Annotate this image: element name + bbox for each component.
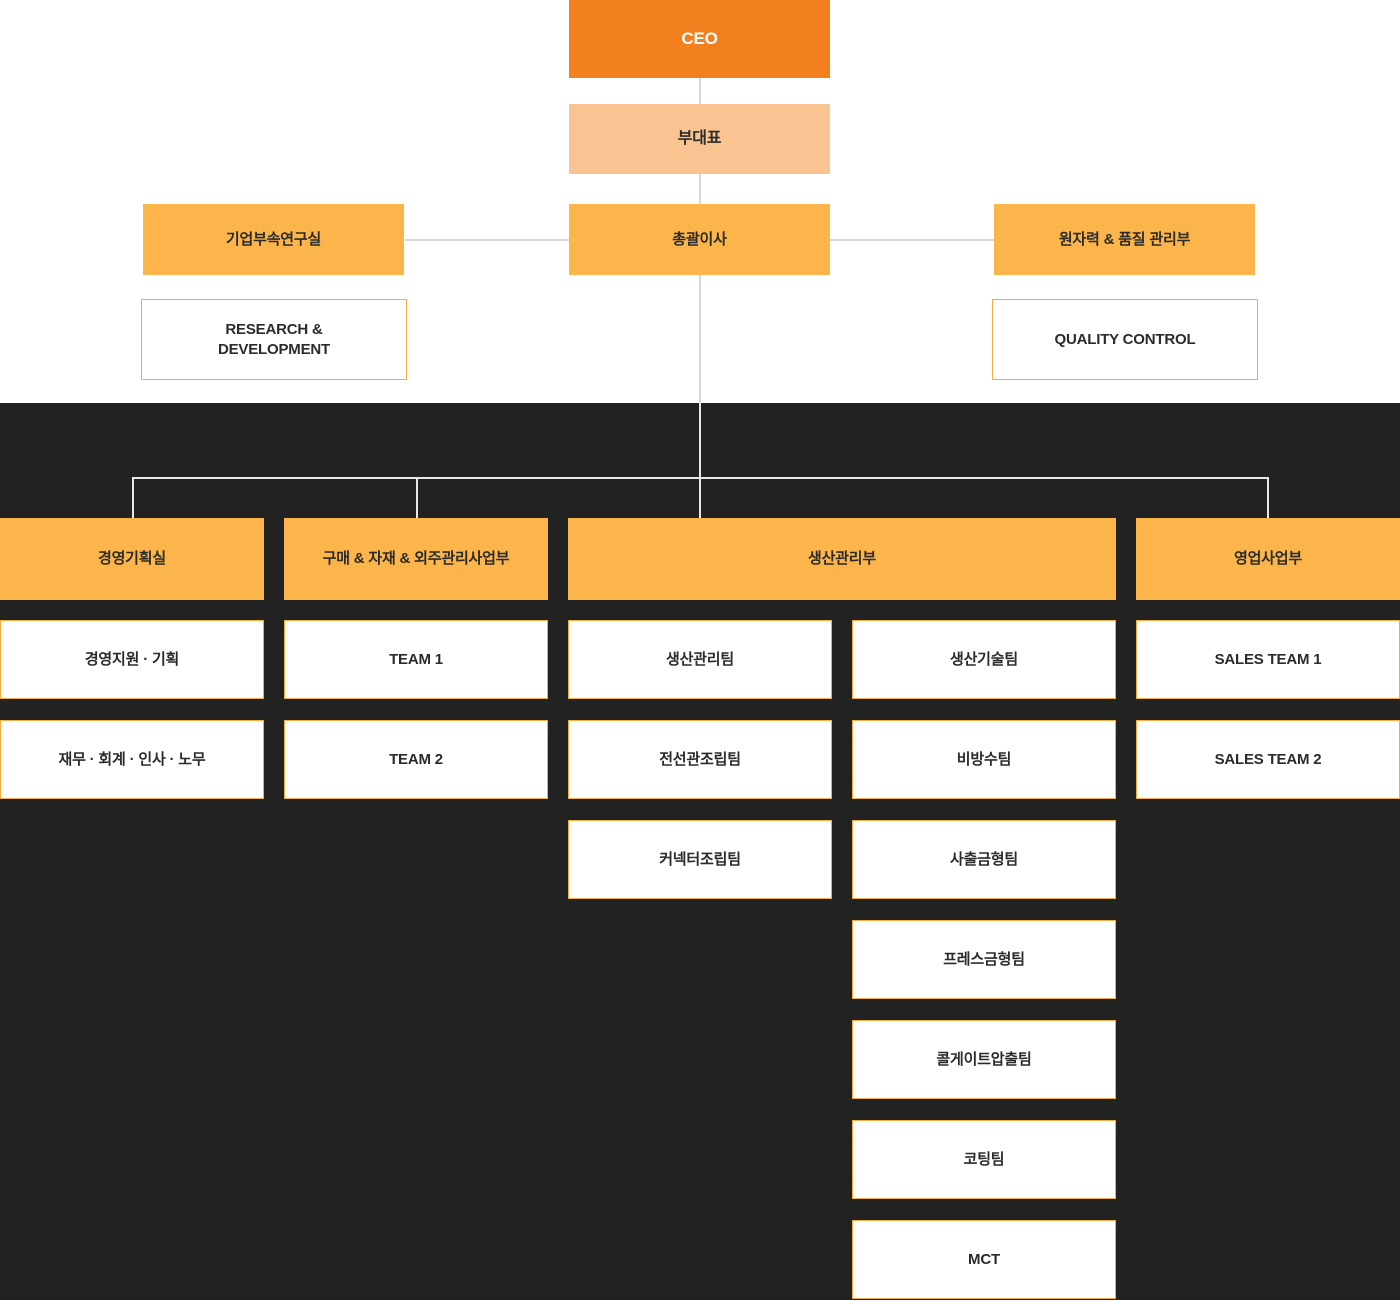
connector-drop-sales — [1267, 477, 1269, 518]
team-label: 생산관리팀 — [665, 650, 734, 668]
team-label: TEAM 2 — [389, 750, 443, 768]
team-box[interactable]: SALES TEAM 1 — [1136, 620, 1400, 699]
connector-drop-production — [699, 477, 701, 518]
team-box[interactable]: 전선관조립팀 — [568, 720, 832, 799]
rd-line-1: RESEARCH & — [225, 321, 323, 338]
team-label: 경영지원 · 기획 — [84, 650, 180, 668]
team-label: 콜게이트압출팀 — [936, 1050, 1032, 1068]
team-box[interactable]: 코팅팀 — [852, 1120, 1116, 1199]
team-label: 커넥터조립팀 — [659, 850, 741, 868]
node-general-director[interactable]: 총괄이사 — [569, 204, 830, 275]
dept-header-sales-label: 영업사업부 — [1233, 550, 1302, 568]
dept-header-production[interactable]: 생산관리부 — [568, 518, 1116, 600]
team-label: 사출금형팀 — [949, 850, 1018, 868]
team-box[interactable]: 생산관리팀 — [568, 620, 832, 699]
node-ceo[interactable]: CEO — [569, 0, 830, 78]
team-box[interactable]: MCT — [852, 1220, 1116, 1299]
team-box[interactable]: 비방수팀 — [852, 720, 1116, 799]
dept-header-purchasing[interactable]: 구매 & 자재 & 외주관리사업부 — [284, 518, 548, 600]
team-box[interactable]: TEAM 2 — [284, 720, 548, 799]
node-nuclear-quality-dept-label: 원자력 & 품질 관리부 — [1058, 230, 1191, 248]
team-label: 코팅팀 — [963, 1150, 1005, 1168]
team-label: MCT — [968, 1250, 1000, 1268]
node-general-director-label: 총괄이사 — [672, 230, 727, 248]
team-label: 프레스금형팀 — [943, 950, 1025, 968]
team-label: TEAM 1 — [389, 650, 443, 668]
node-research-lab-label: 기업부속연구실 — [225, 230, 322, 248]
rd-line-2: DEVELOPMENT — [218, 340, 330, 358]
connector-drop-purchasing — [416, 477, 418, 518]
node-quality-control-label: QUALITY CONTROL — [1054, 330, 1196, 348]
node-quality-control[interactable]: QUALITY CONTROL — [992, 299, 1258, 380]
dept-header-planning-label: 경영기획실 — [97, 550, 166, 568]
team-label: 생산기술팀 — [949, 650, 1018, 668]
node-nuclear-quality-dept[interactable]: 원자력 & 품질 관리부 — [994, 204, 1255, 275]
team-label: 비방수팀 — [956, 750, 1012, 768]
team-label: 재무 · 회계 · 인사 · 노무 — [58, 750, 206, 768]
team-label: 전선관조립팀 — [659, 750, 741, 768]
team-box[interactable]: 재무 · 회계 · 인사 · 노무 — [0, 720, 264, 799]
connector-ceo-to-vice — [699, 78, 701, 104]
team-box[interactable]: 경영지원 · 기획 — [0, 620, 264, 699]
team-label: SALES TEAM 1 — [1214, 650, 1322, 668]
connector-trunk-dark — [699, 403, 701, 478]
dept-header-sales[interactable]: 영업사업부 — [1136, 518, 1400, 600]
dept-header-production-label: 생산관리부 — [807, 550, 876, 568]
connector-drop-planning — [132, 477, 134, 518]
connector-director-to-research — [405, 239, 570, 241]
dept-header-purchasing-label: 구매 & 자재 & 외주관리사업부 — [322, 550, 510, 568]
connector-director-to-quality — [830, 239, 994, 241]
connector-vice-to-director — [699, 174, 701, 204]
node-ceo-label: CEO — [681, 28, 718, 48]
team-box[interactable]: 생산기술팀 — [852, 620, 1116, 699]
team-box[interactable]: TEAM 1 — [284, 620, 548, 699]
node-research-lab[interactable]: 기업부속연구실 — [143, 204, 404, 275]
team-box[interactable]: 프레스금형팀 — [852, 920, 1116, 999]
node-vice-representative-label: 부대표 — [677, 129, 722, 147]
node-research-development-label: RESEARCH & DEVELOPMENT — [218, 320, 330, 359]
team-box[interactable]: SALES TEAM 2 — [1136, 720, 1400, 799]
node-research-development[interactable]: RESEARCH & DEVELOPMENT — [141, 299, 407, 380]
team-label: SALES TEAM 2 — [1214, 750, 1322, 768]
team-box[interactable]: 커넥터조립팀 — [568, 820, 832, 899]
dept-header-planning[interactable]: 경영기획실 — [0, 518, 264, 600]
connector-director-trunk — [699, 275, 701, 403]
team-box[interactable]: 사출금형팀 — [852, 820, 1116, 899]
node-vice-representative[interactable]: 부대표 — [569, 104, 830, 174]
team-box[interactable]: 콜게이트압출팀 — [852, 1020, 1116, 1099]
